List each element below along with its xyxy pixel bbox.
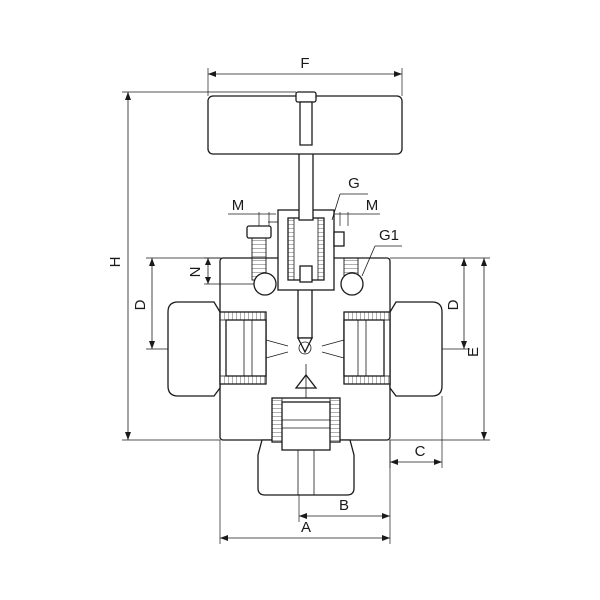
dimension-h: H — [107, 91, 296, 441]
label-n: N — [187, 267, 204, 278]
dimension-b: B — [298, 440, 391, 522]
dimension-m-left: M — [228, 197, 276, 226]
label-d-left: D — [132, 299, 149, 310]
dimension-a: A — [219, 440, 391, 544]
bottom-port — [257, 364, 355, 496]
left-mounting-screw — [246, 225, 277, 296]
label-e: E — [465, 347, 482, 357]
dimension-e: E — [390, 257, 490, 441]
label-m-right: M — [366, 197, 379, 214]
dimension-f: F — [207, 55, 403, 96]
label-b: B — [339, 497, 349, 514]
label-d-right: D — [445, 299, 462, 310]
label-f: F — [300, 55, 309, 72]
dimension-d-right: D — [390, 257, 470, 350]
t-handle — [207, 91, 403, 155]
dimension-c: C — [389, 396, 443, 468]
bonnet — [268, 209, 345, 291]
leader-g: G — [331, 175, 368, 221]
label-h: H — [107, 257, 124, 268]
right-port — [321, 301, 443, 397]
label-g1: G1 — [379, 227, 399, 244]
left-port — [167, 301, 289, 397]
label-g: G — [348, 175, 360, 192]
leader-g1: G1 — [361, 227, 402, 277]
label-c: C — [415, 443, 426, 460]
label-m-left: M — [232, 197, 245, 214]
dimension-m-right: M — [334, 197, 380, 226]
right-mounting-screw — [340, 257, 364, 296]
label-a: A — [301, 519, 311, 536]
dimension-n: N — [187, 257, 254, 285]
